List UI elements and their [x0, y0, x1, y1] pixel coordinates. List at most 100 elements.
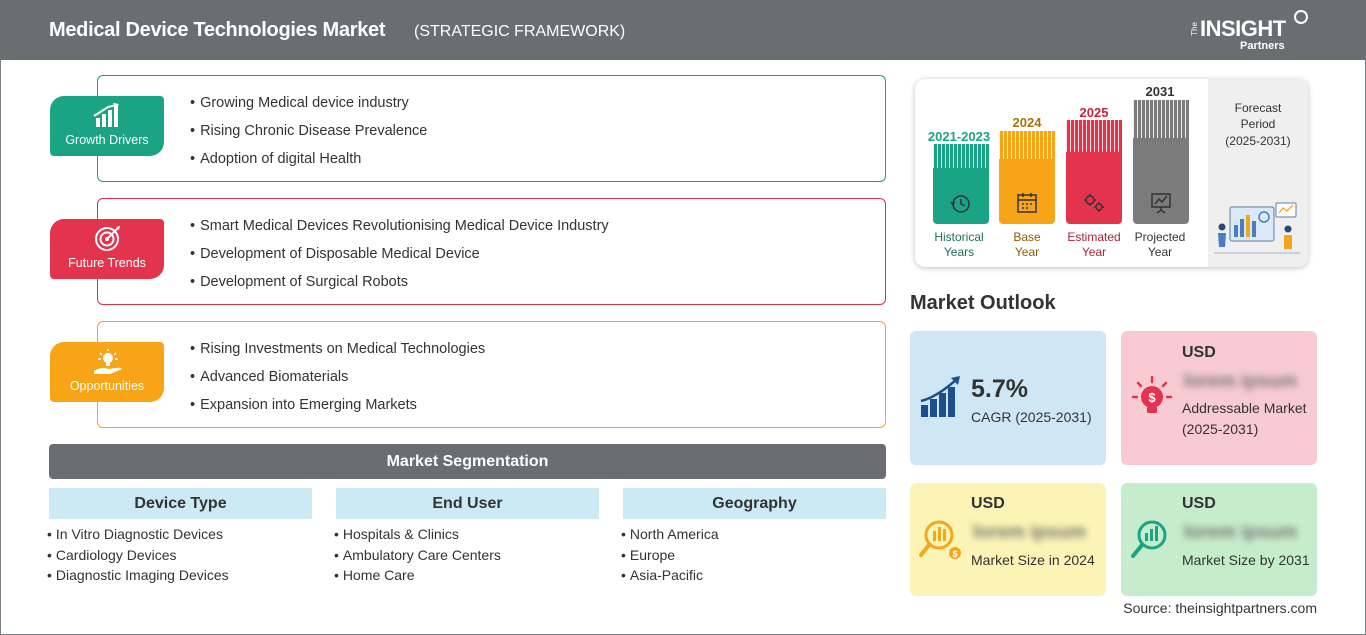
- timeline-label-base-line1: Base: [1013, 230, 1041, 244]
- growth-bars-arrow-icon: [920, 376, 960, 417]
- timeline-bar-historical: [933, 144, 989, 224]
- timeline-year-base: 2024: [1012, 115, 1042, 130]
- lightbulb-dollar-icon: $: [1131, 375, 1173, 413]
- addressable-value: lorem ipsum: [1184, 371, 1297, 392]
- list-item: Diagnostic Imaging Devices: [47, 565, 229, 586]
- target-icon: [95, 226, 120, 251]
- bar-stripe-decoration: [1133, 100, 1189, 138]
- growth-drivers-label: Growth Drivers: [65, 133, 149, 147]
- forecast-period-panel: Forecast Period (2025-2031): [1208, 79, 1308, 267]
- logo-ring-icon: [1294, 10, 1308, 24]
- opportunities-box: Rising Investments on Medical Technologi…: [97, 321, 886, 428]
- list-item: North America: [621, 524, 719, 545]
- magnifier-coins-icon: $: [919, 520, 961, 559]
- addressable-market-card: $ USD lorem ipsum Addressable Market (20…: [1121, 331, 1317, 465]
- bar-stripe-decoration: [999, 131, 1055, 159]
- size-2024-label: Market Size in 2024: [971, 552, 1095, 568]
- timeline-year-estimated: 2025: [1079, 105, 1109, 120]
- list-item: In Vitro Diagnostic Devices: [47, 524, 229, 545]
- segment-heading-end-user: End User: [336, 488, 599, 519]
- geography-list: North America Europe Asia-Pacific: [621, 524, 719, 586]
- cagr-value: 5.7%: [971, 375, 1028, 403]
- growth-drivers-box: Growing Medical device industry Rising C…: [97, 75, 886, 182]
- end-user-list: Hospitals & Clinics Ambulatory Care Cent…: [334, 524, 501, 586]
- page-title: Medical Device Technologies Market: [49, 19, 386, 41]
- lightbulb-hand-icon: [94, 349, 122, 374]
- opportunities-badge: Opportunities: [50, 342, 164, 402]
- opportunities-list: Rising Investments on Medical Technologi…: [190, 340, 485, 424]
- logo-partners-text: Partners: [1240, 40, 1285, 52]
- timeline-year-projected: 2031: [1145, 84, 1175, 99]
- list-item: Rising Chronic Disease Prevalence: [190, 122, 427, 150]
- market-outlook-title: Market Outlook: [910, 292, 1056, 314]
- timeline-label-base-line2: Year: [1014, 245, 1040, 259]
- opportunities-label: Opportunities: [69, 379, 145, 393]
- timeline-label-historical-line1: Historical: [934, 230, 984, 244]
- forecast-period-text: Forecast Period (2025-2031): [1208, 100, 1308, 149]
- size-2031-label: Market Size by 2031: [1182, 552, 1310, 568]
- list-item: Home Care: [334, 565, 501, 586]
- future-trends-label: Future Trends: [68, 256, 146, 270]
- bar-chart-growth-icon: [93, 103, 119, 127]
- list-item: Expansion into Emerging Markets: [190, 396, 485, 424]
- list-item: Hospitals & Clinics: [334, 524, 501, 545]
- gears-icon: [1084, 194, 1104, 212]
- timeline-label-estimated-line1: Estimated: [1067, 230, 1121, 244]
- future-trends-box: Smart Medical Devices Revolutionising Me…: [97, 198, 886, 305]
- clock-history-icon: [950, 195, 970, 213]
- timeline-label-projected-line1: Projected: [1134, 230, 1186, 244]
- list-item: Adoption of digital Health: [190, 150, 427, 178]
- size-2024-currency: USD: [971, 495, 1005, 512]
- list-item: Cardiology Devices: [47, 545, 229, 566]
- market-size-2031-card: USD lorem ipsum Market Size by 2031: [1121, 483, 1317, 596]
- segment-heading-device-type: Device Type: [49, 488, 312, 519]
- timeline-year-historical: 2021-2023: [927, 129, 991, 144]
- size-2024-value: lorem ipsum: [973, 522, 1086, 543]
- bar-stripe-decoration: [1066, 120, 1122, 152]
- segment-heading-geography: Geography: [623, 488, 886, 519]
- list-item: Development of Disposable Medical Device: [190, 245, 609, 273]
- growth-drivers-list: Growing Medical device industry Rising C…: [190, 94, 427, 178]
- svg-text:$: $: [1148, 390, 1156, 405]
- market-size-2024-card: $ USD lorem ipsum Market Size in 2024: [910, 483, 1106, 596]
- insight-partners-logo[interactable]: The INSIGHT Partners: [1190, 8, 1320, 54]
- forecast-period-years: (2025-2031): [1225, 134, 1291, 148]
- list-item: Smart Medical Devices Revolutionising Me…: [190, 217, 609, 245]
- logo-the-text: The: [1190, 22, 1199, 36]
- future-trends-list: Smart Medical Devices Revolutionising Me…: [190, 217, 609, 301]
- list-item: Europe: [621, 545, 719, 566]
- market-segmentation-bar: Market Segmentation: [49, 444, 886, 479]
- analytics-people-illustration-icon: [1214, 202, 1300, 254]
- timeline-bar-estimated: [1066, 120, 1122, 224]
- forecast-period-line2: Period: [1240, 117, 1276, 131]
- page-subtitle: (STRATEGIC FRAMEWORK): [414, 23, 626, 40]
- svg-text:$: $: [952, 549, 957, 559]
- device-type-list: In Vitro Diagnostic Devices Cardiology D…: [47, 524, 229, 586]
- timeline-bar-base: [999, 131, 1055, 224]
- magnifier-chart-icon: [1131, 520, 1167, 558]
- timeline-label-historical-line2: Years: [943, 245, 975, 259]
- logo-insight-text: INSIGHT: [1200, 16, 1286, 41]
- presentation-chart-icon: [1151, 193, 1171, 214]
- cagr-card: 5.7% CAGR (2025-2031): [910, 331, 1106, 465]
- timeline-label-estimated-line2: Year: [1081, 245, 1107, 259]
- header-bar: Medical Device Technologies Market (STRA…: [0, 0, 1366, 60]
- list-item: Rising Investments on Medical Technologi…: [190, 340, 485, 368]
- timeline-label-projected-line2: Year: [1147, 245, 1173, 259]
- list-item: Advanced Biomaterials: [190, 368, 485, 396]
- list-item: Growing Medical device industry: [190, 94, 427, 122]
- list-item: Development of Surgical Robots: [190, 273, 609, 301]
- growth-drivers-badge: Growth Drivers: [50, 96, 164, 156]
- future-trends-badge: Future Trends: [50, 219, 164, 279]
- source-citation: Source: theinsightpartners.com: [1123, 600, 1317, 616]
- list-item: Ambulatory Care Centers: [334, 545, 501, 566]
- addressable-currency: USD: [1182, 344, 1216, 361]
- bar-stripe-decoration: [933, 144, 989, 168]
- calendar-icon: [1017, 193, 1037, 213]
- addressable-label: Addressable Market (2025-2031): [1182, 400, 1307, 437]
- timeline-card: 2021-2023 Historical Years 2024 Base Yea…: [915, 79, 1308, 267]
- timeline-bar-projected: [1133, 100, 1189, 224]
- forecast-period-line1: Forecast: [1234, 101, 1282, 115]
- size-2031-value: lorem ipsum: [1184, 522, 1297, 543]
- list-item: Asia-Pacific: [621, 565, 719, 586]
